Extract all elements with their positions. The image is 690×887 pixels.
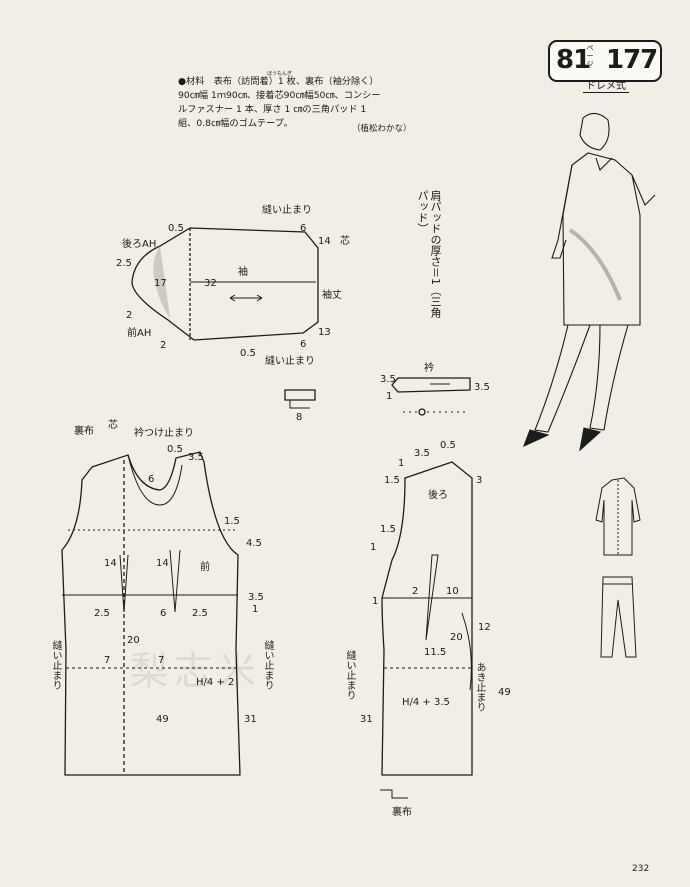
sleeve-length-label: 袖丈 xyxy=(322,288,342,301)
front-dim-5: 14 xyxy=(104,558,117,569)
shoulder-pad-note: 肩パッドの厚さ＝1（三角パッド） xyxy=(416,190,442,318)
front-dim-11: 2.5 xyxy=(192,608,208,619)
back-name: 後ろ xyxy=(428,488,448,501)
sleeve-back-ah: 後ろAH xyxy=(122,237,156,250)
back-lining: 裏布 xyxy=(392,805,412,818)
sleeve-dim-8: 0.5 xyxy=(240,348,256,359)
collar-dim-1: 1 xyxy=(386,391,392,402)
front-bodice-pattern xyxy=(61,451,241,776)
front-dim-14: 7 xyxy=(158,655,164,666)
back-dim-1: 0.5 xyxy=(440,440,456,451)
sleeve-name: 袖 xyxy=(238,265,248,278)
front-lining: 裏布 xyxy=(74,424,94,437)
sleeve-front-ah: 前AH xyxy=(127,326,151,339)
back-dim-8: 2 xyxy=(412,586,418,597)
sleeve-dim-5: 32 xyxy=(204,278,217,289)
back-hip-formula: H/4 + 3.5 xyxy=(402,697,450,708)
front-dim-16: 31 xyxy=(244,714,257,725)
front-dim-1: 3.5 xyxy=(188,452,204,463)
sleeve-cuff-detail xyxy=(284,389,316,401)
sleeve-stop-bottom: 縫い止まり xyxy=(265,354,315,367)
page-badge: 81 ページ 177 xyxy=(548,40,662,82)
front-hip-formula: H/4 + 2 xyxy=(196,677,234,688)
back-dim-10: 11.5 xyxy=(424,647,446,658)
sleeve-dim-11: 8 xyxy=(296,412,302,423)
front-dim-15: 49 xyxy=(156,714,169,725)
sleeve-dim-10: 13 xyxy=(318,327,331,338)
sleeve-dim-3: 2.5 xyxy=(116,258,132,269)
front-interfacing: 芯 xyxy=(108,418,118,431)
sleeve-dim-2: 14 xyxy=(318,236,331,247)
back-dim-9: 10 xyxy=(446,586,459,597)
front-dim-8: 1 xyxy=(252,604,258,615)
front-stop-right: 縫い止まり xyxy=(262,640,273,690)
sleeve-dim-4: 17 xyxy=(154,278,167,289)
back-dim-4: 3 xyxy=(476,475,482,486)
back-dim-13: 49 xyxy=(498,687,511,698)
front-stop-left: 縫い止まり xyxy=(50,640,61,690)
back-dim-14: 31 xyxy=(360,714,373,725)
flat-tunic xyxy=(595,477,641,556)
page-number: 232 xyxy=(632,864,650,874)
back-dim-11: 20 xyxy=(450,632,463,643)
back-dim-0: 3.5 xyxy=(414,448,430,459)
author-credit: （植松わかな） xyxy=(352,124,412,134)
back-dim-2: 1 xyxy=(398,458,404,469)
back-dim-12: 12 xyxy=(478,622,491,633)
front-collar-stop: 衿つけ止まり xyxy=(134,426,194,439)
badge-page-right: 177 xyxy=(606,45,658,75)
front-dim-7: 3.5 xyxy=(248,592,264,603)
collar-dim-0: 3.5 xyxy=(380,374,396,385)
front-dim-4: 6 xyxy=(148,474,154,485)
sleeve-pattern xyxy=(131,227,319,341)
collar-dim-2: 3.5 xyxy=(474,382,490,393)
sleeve-dim-7: 2 xyxy=(160,340,166,351)
sleeve-dim-9: 6 xyxy=(300,339,306,350)
badge-page-left: 81 xyxy=(556,45,591,75)
back-opening: あき止まり xyxy=(474,662,485,712)
sleeve-stop-top: 縫い止まり xyxy=(262,203,312,216)
front-dim-2: 1.5 xyxy=(224,516,240,527)
sleeve-dim-1: 6 xyxy=(300,223,306,234)
back-dim-5: 1.5 xyxy=(380,524,396,535)
back-bodice-pattern xyxy=(380,461,473,799)
sleeve-interfacing: 芯 xyxy=(340,234,350,247)
sleeve-dim-6: 2 xyxy=(126,310,132,321)
ruby-reading: ほうもんぎ xyxy=(267,71,293,77)
front-dim-6: 14 xyxy=(156,558,169,569)
front-dim-13: 7 xyxy=(104,655,110,666)
back-dim-3: 1.5 xyxy=(384,475,400,486)
materials-text: ●材料 表布（訪問着）1 枚、裏布（袖分除く） 90㎝幅 1ｍ90㎝、接着芯90… xyxy=(178,76,381,129)
badge-subtitle: ドレメ式 xyxy=(583,77,629,93)
back-dim-7: 1 xyxy=(372,596,378,607)
front-dim-0: 0.5 xyxy=(167,444,183,455)
front-name: 前 xyxy=(200,560,210,573)
collar-pattern xyxy=(391,377,471,416)
sleeve-dim-0: 0.5 xyxy=(168,223,184,234)
model-illustration xyxy=(523,112,656,452)
front-dim-3: 4.5 xyxy=(246,538,262,549)
front-dim-9: 2.5 xyxy=(94,608,110,619)
back-dim-6: 1 xyxy=(370,542,376,553)
badge-page-word: ページ xyxy=(586,44,594,68)
collar-name: 衿 xyxy=(424,361,434,374)
watermark: 梨志米 xyxy=(130,649,263,693)
front-dim-10: 6 xyxy=(160,608,166,619)
front-dim-12: 20 xyxy=(127,635,140,646)
flat-pants xyxy=(600,576,637,658)
back-stop: 縫い止まり xyxy=(344,650,355,700)
